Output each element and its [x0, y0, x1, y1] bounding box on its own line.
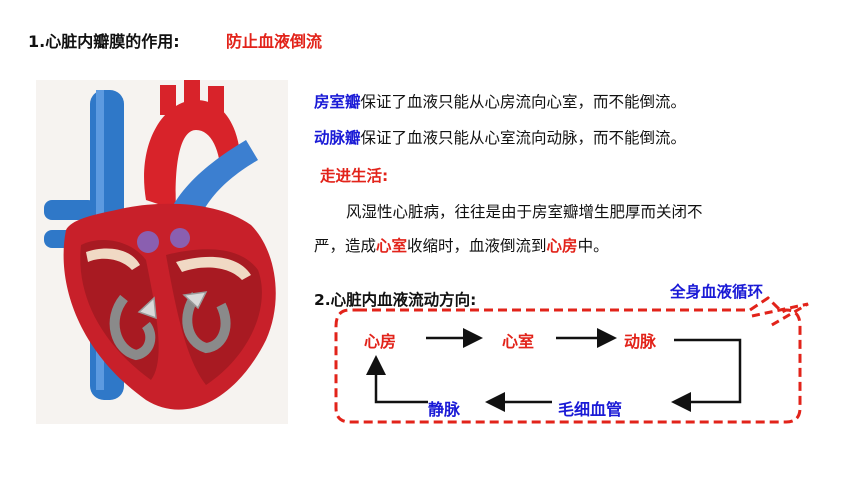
heart-illustration [36, 80, 288, 424]
sl-valve-line: 动脉瓣保证了血液只能从心室流向动脉，而不能倒流。 [314, 126, 686, 148]
blood-flow-diagram [334, 296, 809, 424]
av-valve-text: 保证了血液只能从心房流向心室，而不能倒流。 [360, 93, 687, 111]
arrow-vein-to-atrium [366, 355, 428, 404]
sl-valve-name: 动脉瓣 [314, 129, 361, 147]
av-valve-line: 房室瓣保证了血液只能从心房流向心室，而不能倒流。 [314, 90, 686, 112]
life-heading: 走进生活: [320, 167, 389, 185]
node-atrium: 心房 [364, 332, 397, 351]
circulation-callout-label: 全身血液循环 [670, 283, 764, 301]
section1-title: 1.心脏内瓣膜的作用: [28, 32, 180, 51]
section1-highlight: 防止血液倒流 [226, 32, 323, 51]
sl-valve-text: 保证了血液只能从心室流向动脉，而不能倒流。 [360, 129, 687, 147]
section2-title: 2.心脏内血液流动方向: [314, 291, 477, 309]
ventricle-highlight: 心室 [376, 237, 408, 255]
life-paragraph-line1: 风湿性心脏病，往往是由于房室瓣增生肥厚而关闭不 [346, 203, 703, 221]
dashed-loop-border [334, 296, 802, 424]
node-artery: 动脉 [624, 332, 657, 351]
arrow-artery-to-capillary [671, 338, 742, 412]
life-paragraph-line2: 严，造成心室收缩时，血液倒流到心房中。 [314, 237, 609, 255]
av-valve-name: 房室瓣 [314, 93, 361, 111]
atrium-highlight: 心房 [546, 237, 578, 255]
node-ventricle: 心室 [502, 332, 535, 351]
node-vein: 静脉 [428, 400, 461, 419]
node-capillary: 毛细血管 [558, 400, 623, 419]
callout-pointer [751, 302, 809, 328]
